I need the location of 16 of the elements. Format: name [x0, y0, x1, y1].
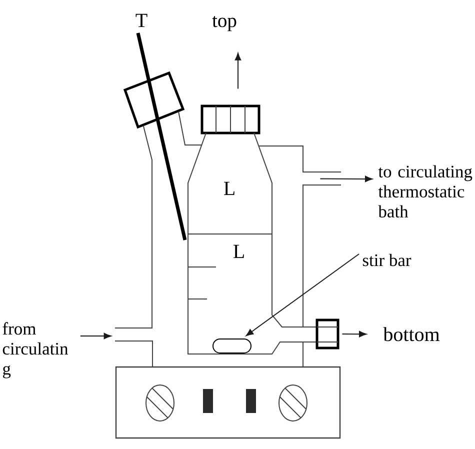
arrow: [80, 332, 112, 340]
bottle-cap: [200, 104, 260, 134]
leader-line: [246, 254, 360, 336]
thermometer-label: T: [136, 14, 148, 27]
port-label: to circulating thermostatic bath: [378, 165, 472, 218]
port-label: from circulatin g: [2, 322, 68, 378]
level-label: L: [224, 182, 234, 195]
valve: [316, 318, 340, 350]
callout-text: stir bar: [362, 254, 412, 266]
port-label: top: [212, 16, 236, 32]
arrow: [342, 330, 366, 338]
port-label: bottom: [383, 327, 440, 342]
level-label: L: [233, 244, 244, 258]
stir-bar: [212, 338, 252, 354]
arrow: [234, 52, 242, 90]
arrow: [320, 176, 372, 182]
